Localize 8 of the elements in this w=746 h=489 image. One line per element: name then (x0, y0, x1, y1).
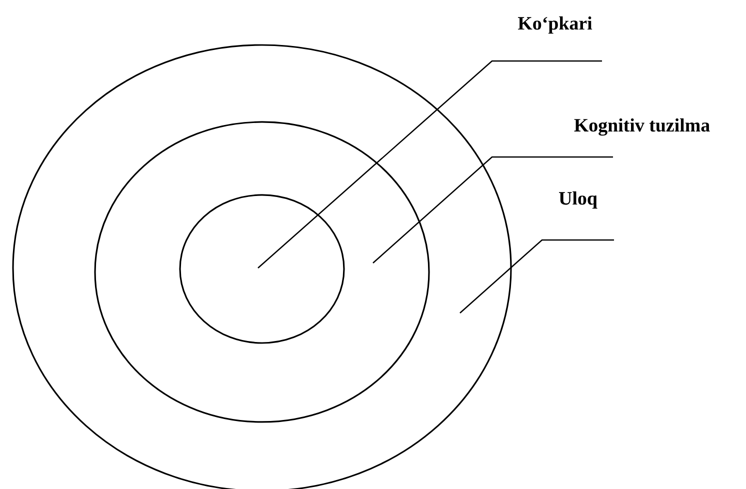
label-text: Ko‘pkari (518, 16, 592, 34)
leader-line (372, 156, 613, 264)
ring-ellipse (179, 194, 345, 344)
label-text: Kognitiv tuzilma (574, 118, 710, 136)
ring-ellipse (94, 121, 430, 423)
leader-line (258, 60, 602, 268)
label-text: Uloq (559, 191, 598, 209)
leader-line (460, 239, 614, 314)
